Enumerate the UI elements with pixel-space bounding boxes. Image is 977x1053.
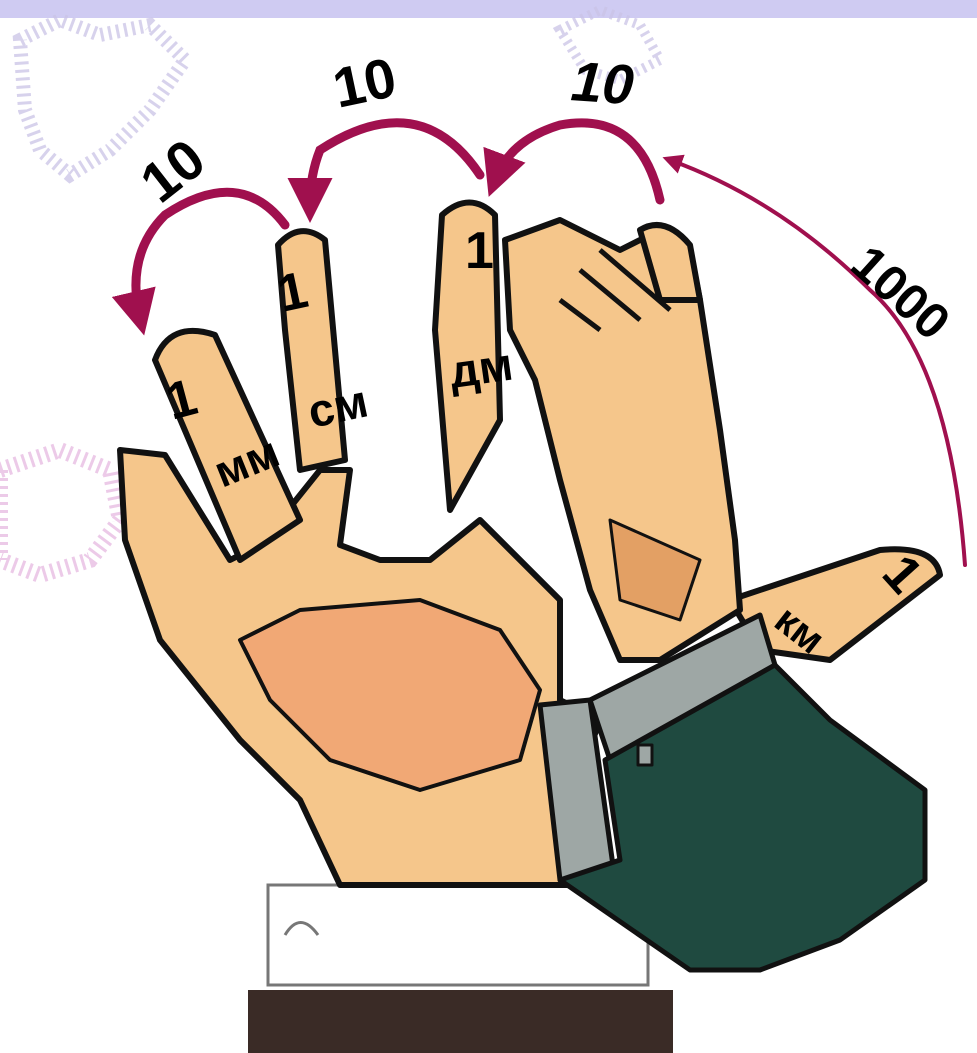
dm-value: 1: [465, 222, 494, 280]
arrow-label-cm: 10: [327, 45, 401, 120]
arrow-label-dm: 10: [569, 49, 636, 116]
top-band: [0, 0, 977, 18]
dm-unit: дм: [446, 338, 516, 398]
